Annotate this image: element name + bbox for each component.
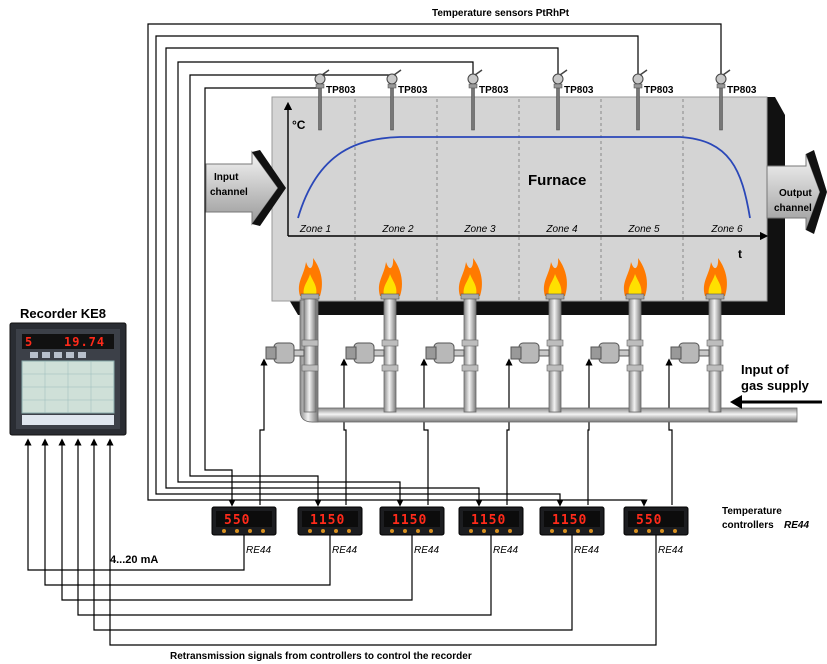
sensor-label: TP803 (727, 85, 757, 96)
valve-control-wire (665, 358, 673, 505)
flame-icon (458, 258, 482, 300)
input-channel-label-line1: Input (214, 172, 239, 183)
recorder-display-channel: 5 (25, 335, 33, 349)
input-channel-arrow: Input channel (205, 150, 286, 226)
valve-control-wire (420, 358, 429, 505)
controller-display: 1150 (392, 513, 427, 528)
recorder-display (22, 334, 114, 349)
furnace-label: Furnace (528, 172, 586, 189)
x-axis-label: t (738, 247, 742, 261)
zone-label: Zone 3 (463, 224, 496, 235)
flame-icon (298, 258, 322, 300)
temperature-sensor: TP803 (467, 69, 509, 131)
y-axis-label: °C (292, 118, 306, 132)
flame-icon (378, 258, 402, 300)
gas-supply-arrowhead (730, 395, 742, 409)
retransmission-wire (41, 438, 331, 586)
retransmission-wire (74, 438, 492, 616)
temperature-sensor: TP803 (386, 69, 428, 131)
sensor-label: TP803 (564, 85, 594, 96)
recorder-ke8: Recorder KE8 5 19.74 (9, 306, 127, 436)
controller-display: 1150 (471, 513, 506, 528)
sensor-label: TP803 (479, 85, 509, 96)
zone-label: Zone 6 (710, 224, 743, 235)
zone-label: Zone 4 (545, 224, 578, 235)
temperature-sensor: TP803 (715, 69, 757, 131)
input-channel-label-line2: channel (210, 187, 248, 198)
sensor-wire (177, 61, 474, 507)
valve-control-wire (505, 358, 513, 505)
controller-display: 550 (224, 513, 250, 528)
signal-label: 4...20 mA (110, 554, 158, 566)
sensor-label: TP803 (398, 85, 428, 96)
bottom-title: Retransmission signals from controllers … (170, 651, 472, 662)
controller-display: 1150 (310, 513, 345, 528)
gas-burner (590, 258, 647, 413)
retransmission-wire (24, 438, 245, 571)
controller-model: RE44 (332, 545, 357, 556)
valve-control-wire (585, 358, 593, 505)
recorder-key-5[interactable] (78, 352, 86, 358)
gas-burner (510, 258, 567, 413)
flame-icon (543, 258, 567, 300)
recorder-key-2[interactable] (42, 352, 50, 358)
controller-model: RE44 (246, 545, 271, 556)
controllers-label-line2: controllers (722, 520, 774, 531)
retransmission-wiring (24, 438, 657, 646)
gas-burner (670, 258, 727, 413)
recorder-key-3[interactable] (54, 352, 62, 358)
sensor-wire (155, 35, 639, 507)
temperature-curve (297, 136, 751, 219)
flame-icon (623, 258, 647, 300)
retransmission-wire (106, 438, 657, 646)
controller-model: RE44 (414, 545, 439, 556)
controller-model: RE44 (574, 545, 599, 556)
flame-icon (703, 258, 727, 300)
sensor-label: TP803 (326, 85, 356, 96)
gas-burner (425, 258, 482, 413)
gas-burner (265, 258, 322, 413)
output-channel-label-line2: channel (774, 203, 812, 214)
output-channel-arrow: Output channel (766, 150, 827, 234)
sensor-label: TP803 (644, 85, 674, 96)
temperature-sensor: TP803 (314, 69, 356, 131)
zone-label: Zone 5 (627, 224, 660, 235)
controller-display: 1150 (552, 513, 587, 528)
recorder-key-4[interactable] (66, 352, 74, 358)
controller-display: 550 (636, 513, 662, 528)
valve-control-wire (259, 358, 268, 505)
recorder-bottom-panel (22, 415, 114, 425)
retransmission-wire (58, 438, 413, 601)
output-channel-label-line1: Output (779, 188, 812, 199)
sensors-title: Temperature sensors PtRhPt (432, 8, 570, 19)
controller-model: RE44 (493, 545, 518, 556)
gas-supply-pipe (299, 299, 798, 423)
valve-control-wire (340, 358, 348, 505)
controller-model: RE44 (658, 545, 683, 556)
temperature-sensor: TP803 (632, 69, 674, 131)
retransmission-wire (90, 438, 573, 631)
zone-label: Zone 2 (381, 224, 414, 235)
recorder-label: Recorder KE8 (20, 306, 106, 321)
gas-supply-label-line2: gas supply (741, 378, 810, 393)
gas-burner (345, 258, 402, 413)
sensor-wire (147, 23, 722, 507)
recorder-display-value: 19.74 (64, 335, 105, 349)
controllers-label-model: RE44 (784, 520, 809, 531)
zone-label: Zone 1 (299, 224, 331, 235)
furnace-body (271, 96, 768, 302)
furnace: °C t Furnace Zone 1 Zone 2 Zone 3 Zone 4 Zon… (271, 96, 785, 315)
controllers-label-line1: Temperature (722, 506, 782, 517)
gas-supply-label-line1: Input of (741, 362, 789, 377)
temperature-sensor: TP803 (552, 69, 594, 131)
sensor-wire (165, 47, 559, 507)
recorder-key-1[interactable] (30, 352, 38, 358)
